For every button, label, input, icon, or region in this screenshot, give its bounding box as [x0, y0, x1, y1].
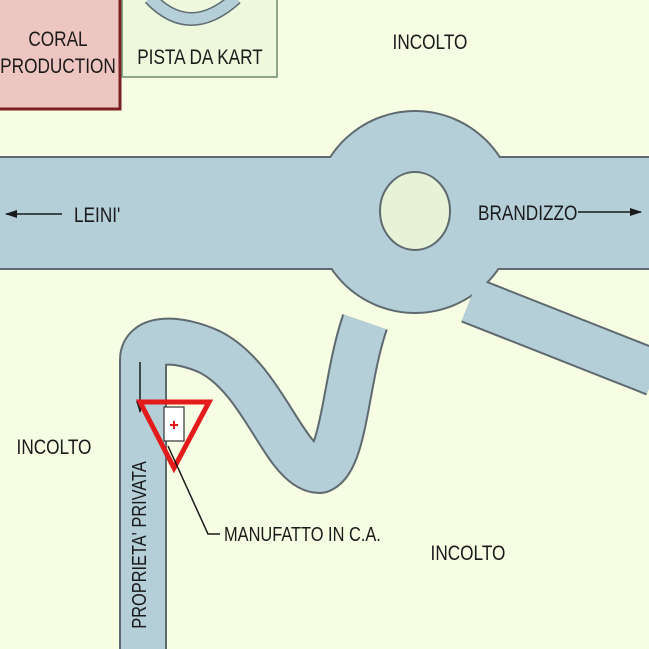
private-road-label: PROPRIETA' PRIVATA — [127, 461, 150, 629]
incolto-left-label: INCOLTO — [17, 437, 92, 460]
direction-leini-label: LEINI' — [74, 205, 120, 228]
incolto-bottom-label: INCOLTO — [431, 543, 506, 566]
incolto-top-label: INCOLTO — [393, 32, 468, 55]
structure-leader-line — [167, 445, 220, 535]
coral-production-area — [0, 0, 122, 111]
structure-label: MANUFATTO IN C.A. — [224, 522, 381, 545]
roundabout-island — [379, 171, 451, 251]
warning-triangle-icon — [135, 399, 214, 474]
direction-brandizzo-label: BRANDIZZO — [478, 203, 577, 226]
kart-label: PISTA DA KART — [137, 47, 263, 70]
coral-label-line2: PRODUCTION — [0, 56, 116, 79]
cross-icon — [170, 421, 178, 429]
coral-label-line1: CORAL — [28, 29, 88, 52]
